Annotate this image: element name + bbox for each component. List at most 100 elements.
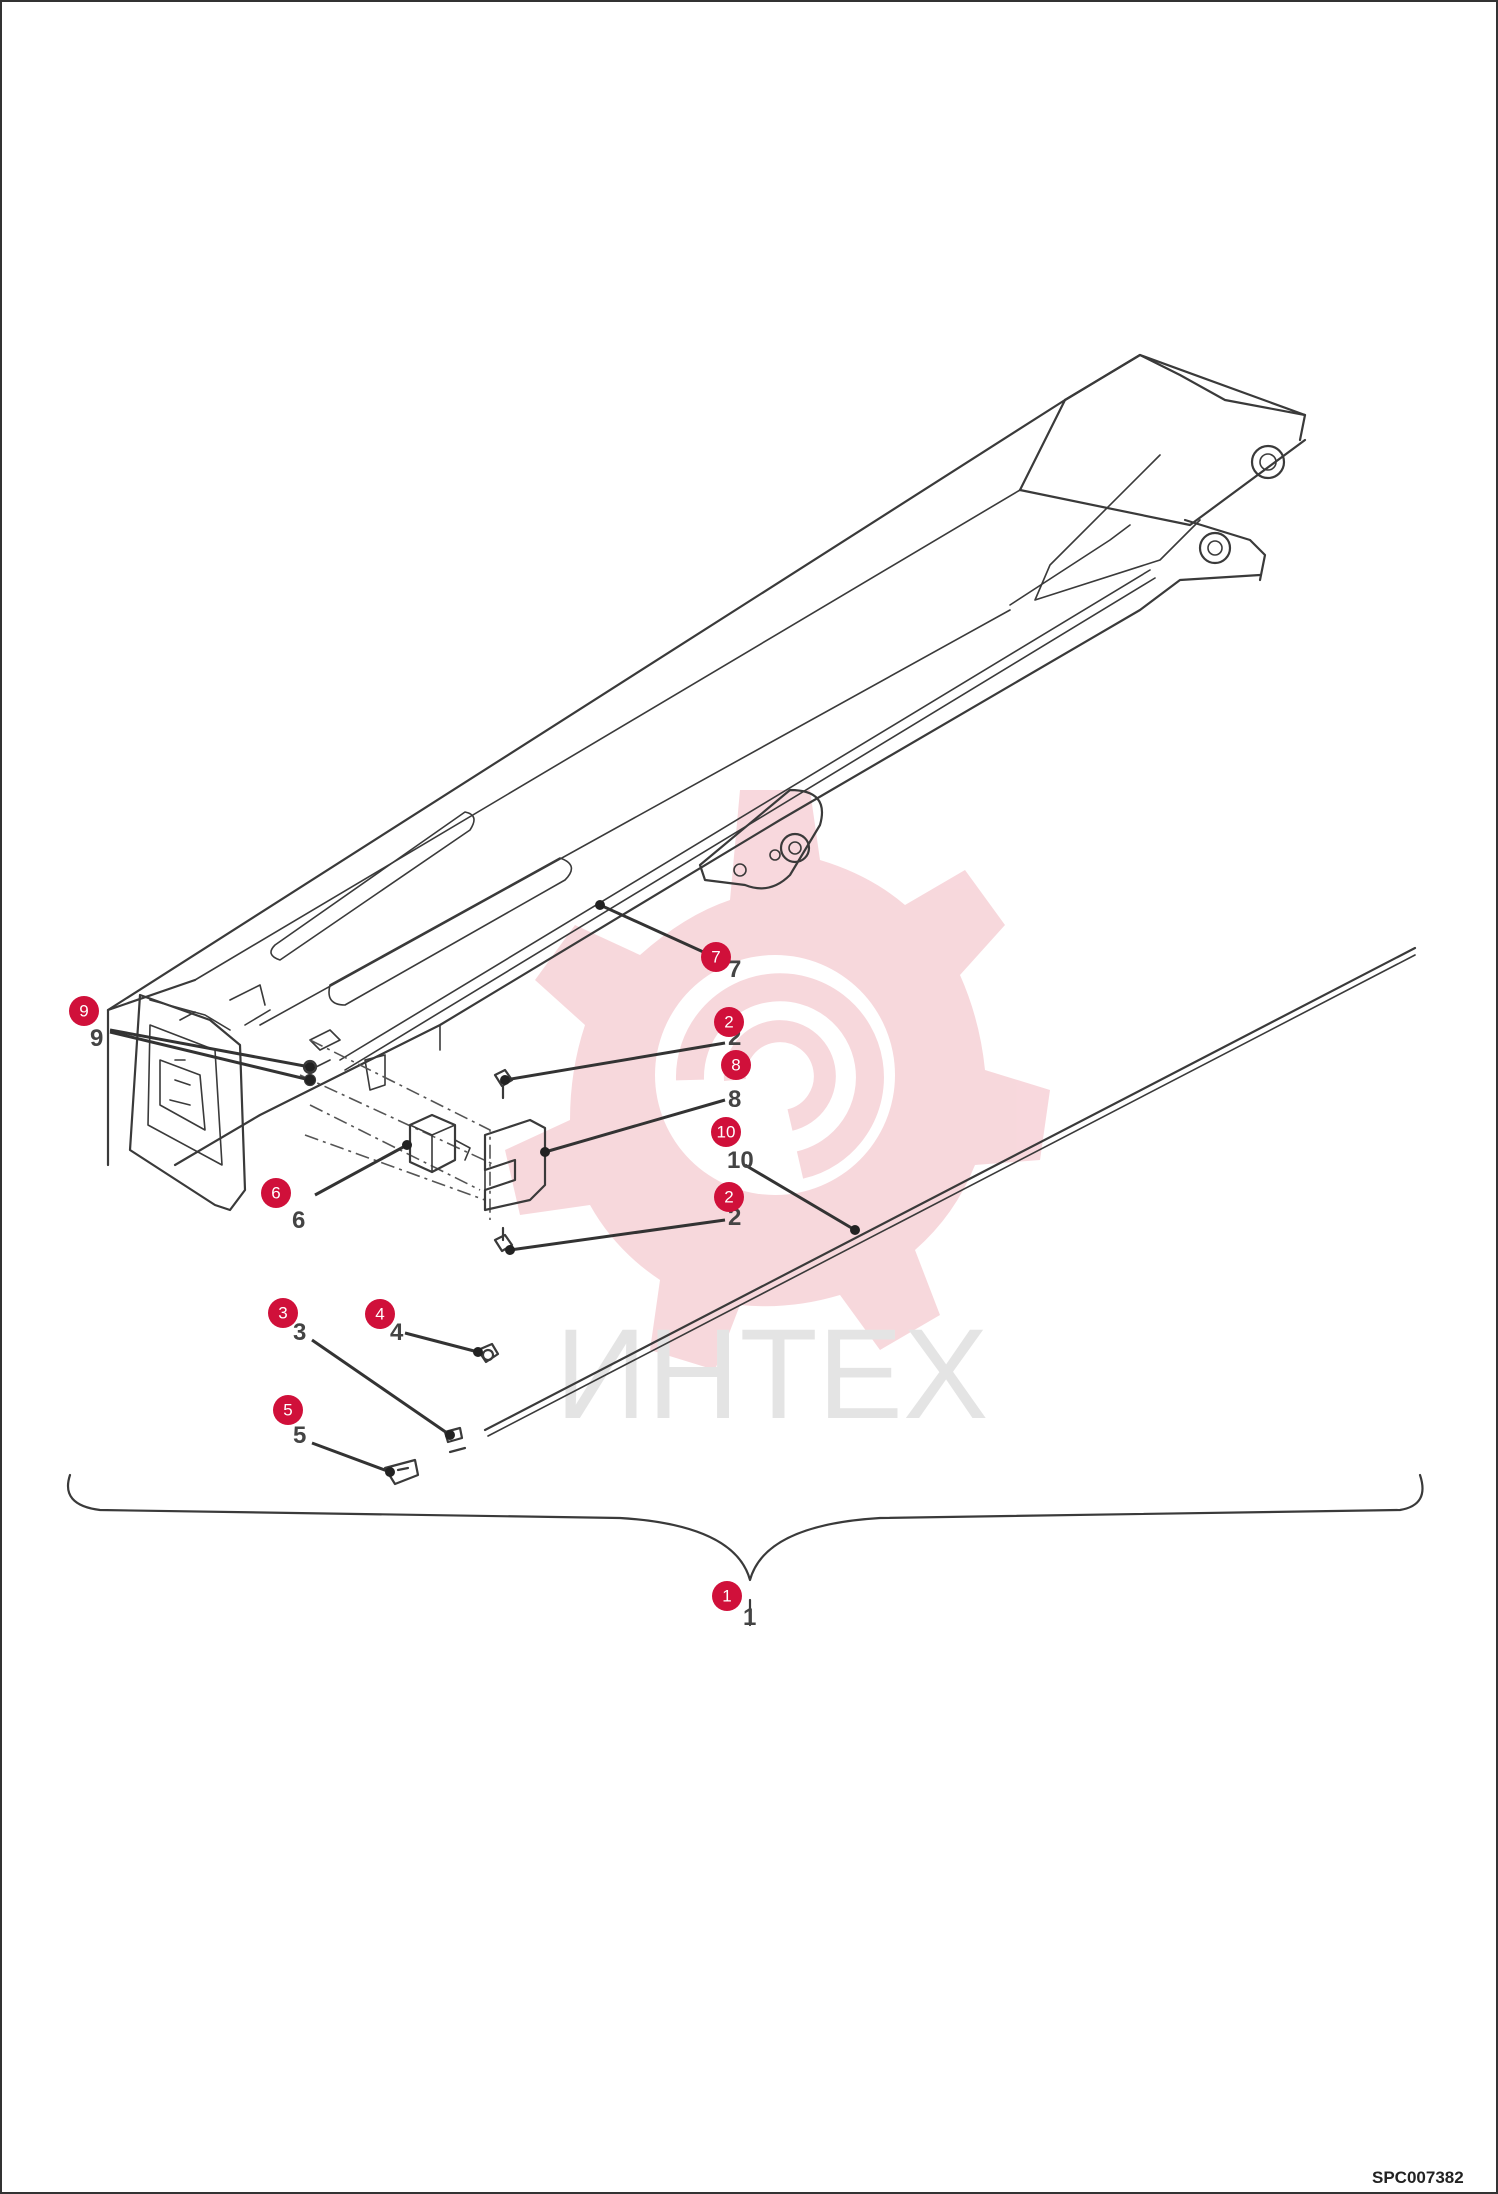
leader-9-dot-b [305, 1075, 315, 1085]
leader-7-dot [595, 900, 605, 910]
badge-1[interactable]: 1 [712, 1581, 742, 1611]
svg-text:3: 3 [278, 1304, 287, 1323]
tip-rib [1009, 524, 1131, 606]
boom-tip-head [1063, 353, 1307, 417]
part-number-6: 6 [292, 1207, 305, 1234]
tip-side-plate [1034, 454, 1201, 601]
badge-8[interactable]: 8 [721, 1050, 751, 1080]
leader-7 [599, 903, 711, 957]
assembly-brace [67, 1473, 1424, 1582]
part-2-bolt-lower [493, 1226, 514, 1253]
part-number-3: 3 [293, 1319, 306, 1346]
boom-window-2 [328, 857, 573, 1006]
leader-6-dot [402, 1140, 412, 1150]
boom-end-top [106, 978, 197, 1012]
leader-8 [544, 1098, 726, 1154]
leader-2b-dot [505, 1245, 515, 1255]
svg-text:5: 5 [283, 1401, 292, 1420]
drawing-code: SPC007382 [1372, 2168, 1464, 2187]
svg-text:2: 2 [724, 1013, 733, 1032]
leader-10-dot [850, 1225, 860, 1235]
watermark-inner-arc [723, 1020, 836, 1131]
leader-5 [311, 1441, 391, 1474]
svg-text:9: 9 [79, 1002, 88, 1021]
svg-text:7: 7 [711, 948, 720, 967]
part-6-edges [409, 1124, 456, 1173]
callout-badges: 7 2 8 10 2 9 6 3 [69, 942, 751, 1611]
part-number-4: 4 [390, 1319, 404, 1346]
badge-3[interactable]: 3 [268, 1298, 298, 1328]
part-number-7: 7 [728, 956, 741, 983]
svg-text:6: 6 [271, 1184, 280, 1203]
watermark-gear-logo: ИНТЕХ [505, 790, 1050, 1446]
assembly-centerlines [299, 1039, 496, 1220]
tip-pin-upper [1250, 444, 1286, 480]
tip-pin-lower-hole [1207, 540, 1223, 556]
callout-leaders [109, 900, 860, 1477]
boom-tip-edge [1018, 398, 1067, 492]
badge-2a[interactable]: 2 [714, 1007, 744, 1037]
leader-3-dot [445, 1430, 455, 1440]
part-number-9: 9 [90, 1025, 103, 1052]
badge-7[interactable]: 7 [701, 942, 731, 972]
end-plate-ribs [169, 1059, 191, 1106]
badge-10[interactable]: 10 [711, 1117, 741, 1147]
boom-side-line [259, 609, 1011, 1026]
part-6-tab [454, 1139, 471, 1161]
badge-4[interactable]: 4 [365, 1299, 395, 1329]
part-number-5: 5 [293, 1422, 306, 1449]
svg-text:10: 10 [717, 1123, 736, 1142]
leader-2b [509, 1218, 726, 1252]
leader-9a [109, 1028, 311, 1069]
boom-window-1 [270, 811, 475, 961]
mid-bracket-pin [779, 832, 811, 864]
part-number-8: 8 [728, 1086, 741, 1113]
boom-upper-chord [194, 489, 1021, 981]
boom-rail-a [339, 569, 1151, 1061]
svg-text:8: 8 [731, 1056, 740, 1075]
leader-10 [744, 1163, 856, 1232]
boom-end-plate [128, 993, 247, 1212]
boom-assembly [106, 353, 1307, 1212]
part-number-10: 10 [727, 1147, 754, 1174]
part-10-rod-b [487, 954, 1416, 1437]
tip-pin-upper-hole [1259, 453, 1277, 471]
svg-text:2: 2 [724, 1188, 733, 1207]
leader-4-dot [473, 1347, 483, 1357]
badge-5[interactable]: 5 [273, 1395, 303, 1425]
badge-6[interactable]: 6 [261, 1178, 291, 1208]
mid-bracket-hole [733, 863, 747, 877]
boom-tip-bracket [1183, 518, 1267, 582]
end-plate-inner [159, 1059, 206, 1131]
part-number-1: 1 [743, 1604, 756, 1631]
printed-part-numbers: 7 2 8 10 2 9 6 3 4 5 1 [90, 956, 756, 1631]
part-6-block [408, 1113, 457, 1174]
leader-3 [311, 1338, 451, 1437]
boom-tip-lower [1018, 438, 1307, 527]
svg-text:4: 4 [375, 1305, 384, 1324]
leader-4 [404, 1331, 479, 1354]
watermark-arc [675, 973, 884, 1179]
mid-bracket-hole-2 [769, 849, 781, 861]
part-10-rod [483, 946, 1417, 1432]
boom-bottom-edge [173, 573, 1262, 1167]
leader-9-dot-a [305, 1062, 315, 1072]
leader-6 [314, 1143, 408, 1197]
leader-9b [109, 1030, 311, 1082]
badge-2b[interactable]: 2 [714, 1182, 744, 1212]
end-plate-top [149, 999, 231, 1031]
end-plate-tabs [179, 984, 271, 1026]
watermark-text: ИНТЕХ [555, 1303, 988, 1446]
mid-bracket-pin-hole [788, 841, 802, 855]
leader-8-dot [540, 1147, 550, 1157]
svg-text:1: 1 [722, 1587, 731, 1606]
mid-bracket [698, 788, 824, 890]
part-4-fitting [476, 1342, 500, 1364]
badge-9[interactable]: 9 [69, 996, 99, 1026]
leader-5-dot [385, 1467, 395, 1477]
leader-2a-dot [500, 1075, 510, 1085]
leader-2a [504, 1041, 726, 1082]
end-plate-window [147, 1024, 223, 1166]
